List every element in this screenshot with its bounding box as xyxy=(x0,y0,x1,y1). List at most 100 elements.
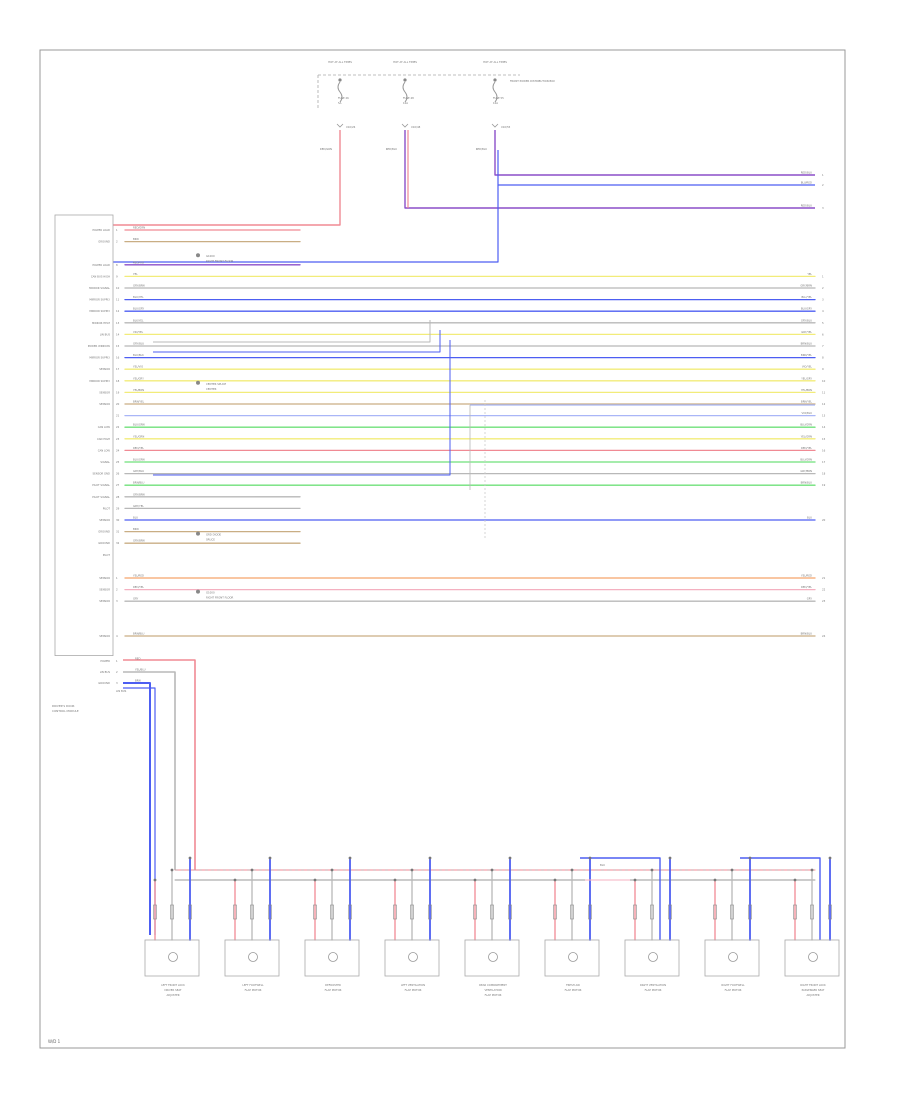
module-pin-label: SENSOR xyxy=(99,576,110,580)
motor-lead-node xyxy=(570,868,574,872)
wire-color-label: BLU/BLK xyxy=(133,353,144,357)
motor-lead-node xyxy=(490,868,494,872)
module-pin-number: 2 xyxy=(116,588,118,592)
fuse-name: FUSE 48 xyxy=(403,96,414,100)
fuse-amps: 10A xyxy=(403,101,408,105)
module-pin-label: POWER WINDOW xyxy=(88,344,111,348)
motor-lead-node xyxy=(828,856,832,860)
harness-right-label: YEL/GRN xyxy=(801,434,812,438)
motor-lead-connector xyxy=(828,904,832,920)
fuse-wire-label: RED/BLU xyxy=(476,147,487,151)
fuse-feed-wire xyxy=(404,130,815,209)
motor-lead-node xyxy=(428,856,432,860)
harness-right-label: BRN/YEL xyxy=(801,353,813,357)
module-pin-label: MIRROR SUPPLY xyxy=(89,379,110,383)
module-pin-label: SENSOR GND xyxy=(93,472,111,476)
module-pin-label: SENSOR xyxy=(99,634,110,638)
harness-right-number: 23 xyxy=(822,599,826,603)
motor-lead-node xyxy=(748,856,752,860)
motor-lead-node xyxy=(588,856,592,860)
motor-icon xyxy=(168,952,178,962)
motor-sub2: FLAP MOTOR xyxy=(485,993,502,997)
motor-sub: FLAP MOTOR xyxy=(565,988,582,992)
motor-lead-connector xyxy=(330,904,334,920)
harness-right-number: 8 xyxy=(822,356,824,360)
motor-sub: FLAP MOTOR xyxy=(325,988,342,992)
harness-right-number: 16 xyxy=(822,448,826,452)
harness-right-label: BLU/GRN xyxy=(800,423,812,427)
module-bottom-pin-label: GROUND xyxy=(98,681,110,685)
motor-name: RIGHT VENTILATION xyxy=(640,983,666,987)
wire-color-label: VIO/YEL xyxy=(133,330,144,334)
fuse-hot-label: HOT AT ALL TIMES xyxy=(483,60,507,64)
motor-lead-connector xyxy=(650,904,654,920)
motor-icon xyxy=(328,952,338,962)
harness-right-label: YEL xyxy=(807,272,812,276)
motor-lead-node xyxy=(250,868,254,872)
harness-right-label: BRN/YEL xyxy=(801,400,813,404)
harness-right-number: 24 xyxy=(822,634,826,638)
module-pin-label: MIRROR SUPPLY xyxy=(89,298,110,302)
module-pin-label: CAN HIGH xyxy=(97,437,110,441)
top-right-wire-label: BLU/RED xyxy=(801,181,812,185)
motor-box xyxy=(544,939,600,977)
component-layer xyxy=(54,74,840,977)
fuse-feed-wire xyxy=(113,185,499,263)
module-bottom-pin-number: 1 xyxy=(116,659,118,663)
connector-chevron xyxy=(336,123,344,128)
wire-layer xyxy=(113,130,831,941)
motor-lead-connector xyxy=(233,904,237,920)
wire-color-label: GRY/BLU xyxy=(133,469,144,473)
wire-color-label: BLU/YEL xyxy=(133,295,144,299)
motor-lead-connector xyxy=(553,904,557,920)
power-box-note: FRONT POWER DISTRIBUTION BOX xyxy=(510,79,555,83)
splice-node xyxy=(196,253,200,258)
harness-right-label: RED/YEL xyxy=(801,585,813,589)
motor-lead-connector xyxy=(348,904,352,920)
wire-color-label: BLK/YEL xyxy=(133,318,144,322)
splice-node xyxy=(196,380,200,385)
module-pin-number: 9 xyxy=(116,274,118,278)
harness-right-label: BRN/BLU xyxy=(801,342,812,346)
harness-right-label: GRY/BRN xyxy=(800,284,812,288)
motor-lead-connector xyxy=(793,904,797,920)
motor-icon xyxy=(568,952,578,962)
module-name: DRIVER'S DOOR xyxy=(52,704,75,708)
splice-node xyxy=(196,589,200,594)
wire-color-label: GRY/BRN xyxy=(133,284,145,288)
harness-right-label: BLU/GRY xyxy=(801,307,813,311)
module-bottom-pin-label: POWER xyxy=(100,659,110,663)
wire-color-label: RED/VIO xyxy=(133,260,144,264)
cross-link-wire xyxy=(153,320,431,343)
module-pin-number: 22 xyxy=(116,425,120,429)
harness-right-number: 19 xyxy=(822,483,826,487)
motor-sub: FLAP MOTOR xyxy=(645,988,662,992)
motor-lead-node xyxy=(153,878,157,882)
module-pin-number: 27 xyxy=(116,483,120,487)
harness-right-label: BRN/BLU xyxy=(801,632,812,636)
motor-name: LEFT FRONT LOCK xyxy=(161,983,185,987)
passenger-feed xyxy=(580,857,661,940)
harness-right-label: BLU xyxy=(807,516,812,520)
motor-ground-trunk-b xyxy=(123,687,156,935)
motor-name: RIGHT FRONT LOCK xyxy=(800,983,826,987)
wire-color-label: GRY xyxy=(133,597,139,601)
cross-link-wire xyxy=(153,340,451,476)
diagram-frame xyxy=(39,49,846,1049)
motor-lead-node xyxy=(188,856,192,860)
motor-box xyxy=(784,939,840,977)
connector-chevron xyxy=(491,123,499,128)
motor-lead-node xyxy=(410,868,414,872)
splice-note-sub: RIGHT FRONT FLOOR xyxy=(206,259,234,263)
splice-note: CENTER SPLICE xyxy=(206,382,226,386)
motor-sub2: ADJUSTER xyxy=(806,993,819,997)
motor-name: RIGHT FOOTWELL xyxy=(721,983,745,987)
motor-lead-node xyxy=(330,868,334,872)
wire-color-label: YEL xyxy=(133,272,138,276)
fuse-connector-label: X10/48 xyxy=(411,125,421,129)
harness-right-number: 1 xyxy=(822,274,824,278)
harness-right-number: 2 xyxy=(822,286,824,290)
cross-link-wire xyxy=(153,330,441,353)
